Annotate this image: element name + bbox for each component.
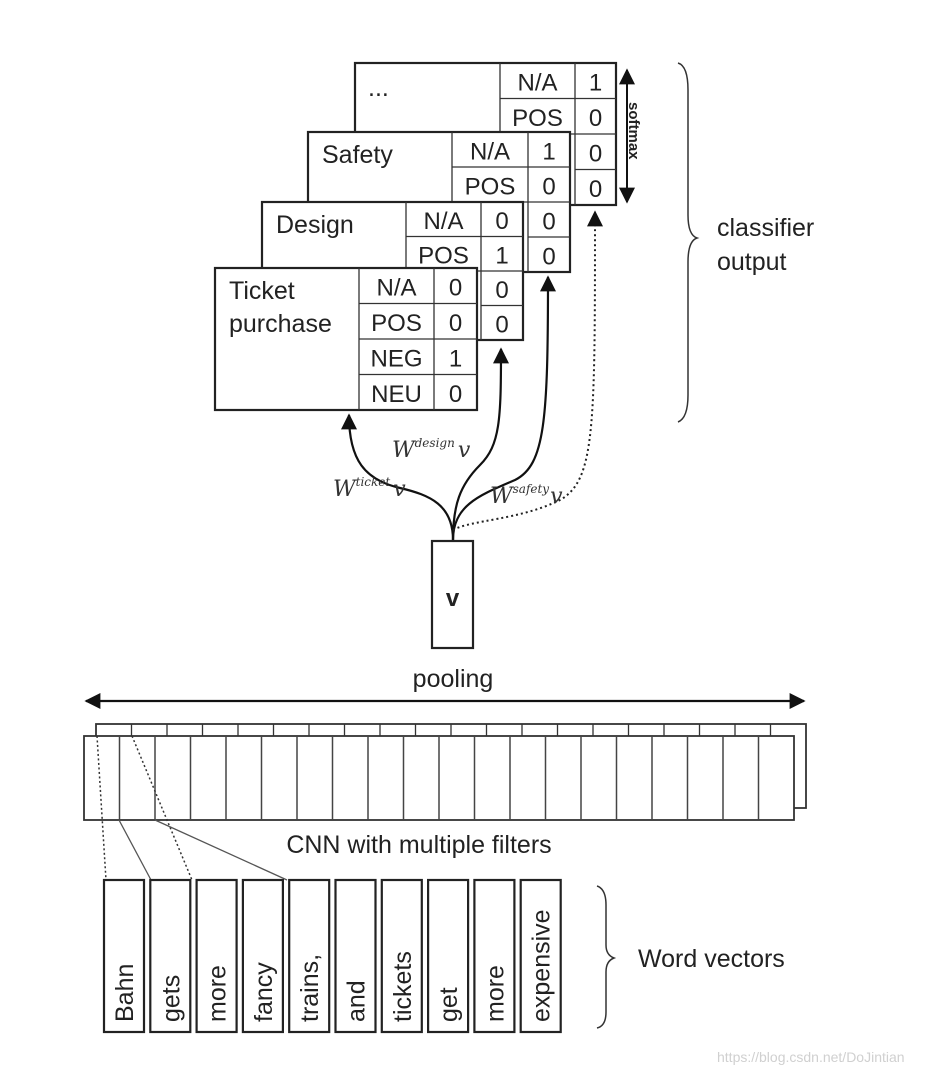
- word-text: more: [481, 965, 509, 1022]
- word-box-frame: [195, 878, 238, 1034]
- word-vector-box: gets: [149, 878, 192, 1034]
- word-text: and: [343, 980, 371, 1022]
- filter-line-solid-1: [118, 819, 152, 881]
- word-vector-box: get: [427, 878, 470, 1034]
- class-value: 0: [542, 208, 555, 235]
- class-value: 0: [542, 243, 555, 270]
- word-text: get: [435, 987, 463, 1022]
- word-box-frame: [427, 878, 470, 1034]
- arrow-safety: [451, 275, 556, 541]
- class-value: 0: [495, 277, 508, 304]
- class-label: POS: [418, 242, 469, 269]
- class-value: 0: [589, 176, 602, 203]
- class-value: 1: [542, 138, 555, 165]
- card-title: ...: [368, 74, 389, 102]
- filter-line-solid-2: [154, 819, 288, 881]
- arrow-others-dotted: [452, 210, 603, 531]
- card-title: Safety: [322, 141, 393, 169]
- word-text: trains,: [296, 954, 324, 1022]
- softmax-label: softmax: [625, 102, 642, 160]
- classifier-output-brace: [677, 62, 700, 423]
- classifier-output-label-line1: classifier: [717, 214, 814, 242]
- word-box-frame: [519, 878, 562, 1034]
- class-label: POS: [371, 310, 422, 337]
- word-text: tickets: [389, 951, 417, 1022]
- sentence-vector-box: [430, 539, 475, 650]
- word-vector-box: trains,: [288, 878, 331, 1034]
- card-title: Design: [276, 211, 354, 239]
- word-box-frame: [334, 878, 377, 1034]
- watermark: https://blog.csdn.net/DoJintian: [717, 1049, 905, 1065]
- class-value: 1: [589, 70, 602, 97]
- class-value: 1: [449, 346, 462, 373]
- class-value: 0: [449, 381, 462, 408]
- arrow-design: [451, 347, 509, 541]
- class-label: POS: [465, 173, 516, 200]
- class-label: N/A: [517, 70, 557, 97]
- filter-line-dotted-2: [131, 735, 193, 881]
- card-title: purchase: [229, 310, 332, 338]
- cnn-label: CNN with multiple filters: [286, 831, 551, 859]
- filter-line-dotted-1: [96, 735, 107, 881]
- arrow-ticket: [341, 413, 455, 541]
- word-vector-box: fancy: [241, 878, 284, 1034]
- class-label: POS: [512, 105, 563, 132]
- word-vector-box: more: [473, 878, 516, 1034]
- filter-connections: [96, 735, 288, 881]
- word-vector-box: Bahn: [102, 878, 146, 1034]
- softmax-indicator: softmax: [619, 68, 642, 204]
- class-value: 0: [542, 173, 555, 200]
- word-box-frame: [288, 878, 331, 1034]
- word-vectors-label: Word vectors: [638, 945, 785, 973]
- word-vectors-brace: [596, 885, 617, 1029]
- word-box-frame: [102, 878, 146, 1034]
- class-label: NEG: [370, 346, 422, 373]
- sentence-vector-label: v: [446, 585, 460, 612]
- class-value: 0: [495, 311, 508, 338]
- cnn-front-layer: [83, 735, 795, 821]
- cnn-layers: [83, 723, 807, 821]
- class-value: 0: [495, 208, 508, 235]
- word-text: fancy: [250, 962, 278, 1022]
- word-box-frame: [241, 878, 284, 1034]
- projection-arrows: [341, 210, 603, 541]
- word-text: expensive: [528, 909, 556, 1022]
- class-value: 0: [449, 310, 462, 337]
- word-box-frame: [149, 878, 192, 1034]
- class-label: N/A: [470, 138, 510, 165]
- word-text: more: [204, 965, 232, 1022]
- class-value: 0: [589, 105, 602, 132]
- class-label: N/A: [423, 208, 463, 235]
- word-box-frame: [473, 878, 516, 1034]
- class-label: N/A: [376, 275, 416, 302]
- word-vector-box: more: [195, 878, 238, 1034]
- class-value: 0: [449, 275, 462, 302]
- class-label: NEU: [371, 381, 422, 408]
- card-title: Ticket: [229, 277, 295, 305]
- word-vector-box: and: [334, 878, 377, 1034]
- word-vector-box: tickets: [380, 878, 423, 1034]
- word-text: Bahn: [111, 964, 139, 1022]
- label-w-safety: Wsafetyv: [490, 482, 563, 509]
- class-value: 1: [495, 242, 508, 269]
- class-value: 0: [589, 141, 602, 168]
- word-text: gets: [157, 975, 185, 1022]
- pooling-label: pooling: [413, 665, 494, 693]
- word-box-frame: [380, 878, 423, 1034]
- classifier-output-label-line2: output: [717, 248, 787, 276]
- word-vector-box: expensive: [519, 878, 562, 1034]
